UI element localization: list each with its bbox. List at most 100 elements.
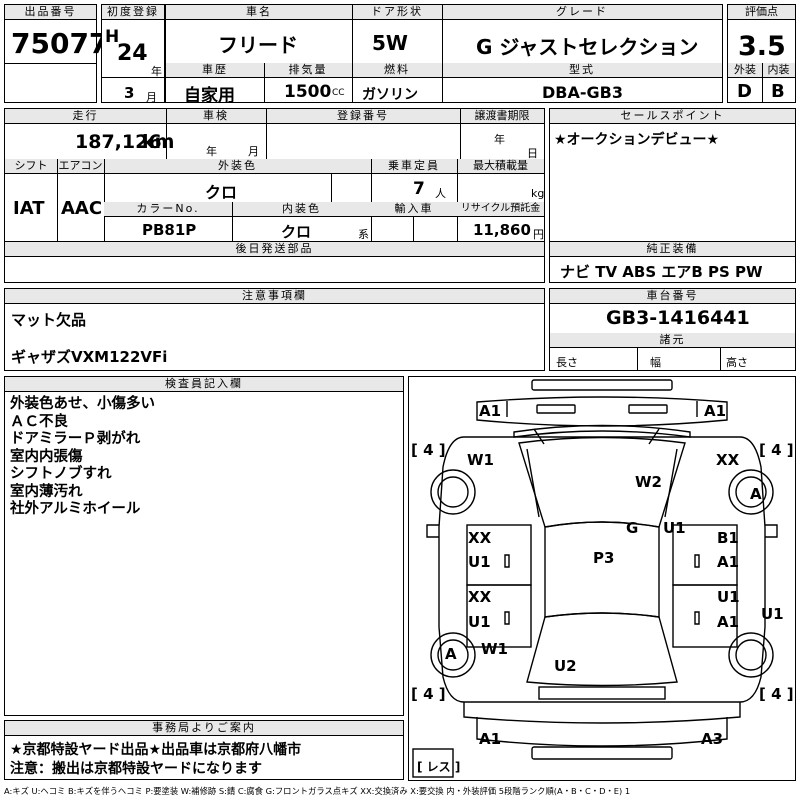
label-right-door-1a: B1 (717, 529, 739, 547)
car-outline (412, 379, 778, 778)
label-rl-wheel: A (445, 645, 457, 663)
int-color-suffix: 系 (358, 228, 369, 241)
sales-point-text: ★オークションデビュー★ (554, 132, 720, 148)
inspection-month-unit: 月 (248, 145, 259, 158)
max-load-label: 最大積載量 (457, 159, 544, 174)
inspector-line: 外装色あせ、小傷多い (10, 396, 155, 412)
score-box: 評価点 3.5 外装 内装 D B (727, 4, 796, 103)
max-load-unit: kg (531, 187, 545, 200)
label-roof: P3 (593, 549, 615, 567)
label-left-door-1a: XX (468, 529, 492, 547)
notes-line-1: マット欠品 (11, 311, 87, 329)
model-label: 型式 (442, 63, 722, 78)
label-rl-fender: W1 (481, 640, 508, 658)
office-box: 事務局よりご案内 ★京都特設ヤード出品★出品車は京都府八幡市 注意：搬出は京都特… (4, 720, 404, 780)
chassis-box: 車台番号 GB3-1416441 諸元 長さ 幅 高さ (549, 288, 796, 371)
sale-number-label: 出品番号 (5, 5, 96, 20)
inspector-line: シフトノブすれ (10, 466, 112, 482)
height-label: 高さ (726, 356, 748, 369)
label-left-door-2b: U1 (468, 613, 491, 631)
capacity: 7 (413, 179, 425, 199)
recycle-label: リサイクル預託金 (457, 202, 544, 217)
inspector-line: ＡＣ不良 (10, 413, 68, 430)
recycle: 11,860 (473, 221, 531, 239)
label-right-door-2b: A1 (717, 613, 740, 631)
inspector-line: 室内薄汚れ (10, 483, 83, 500)
inspection-year-unit: 年 (206, 145, 217, 158)
model: DBA-GB3 (542, 83, 623, 102)
office-label: 事務局よりご案内 (5, 721, 403, 736)
deadline-year-unit: 年 (494, 133, 505, 146)
car-info-box: 車名 ドア形状 グレード フリード 5W G ジャストセレクション 車歴 排気量… (165, 4, 723, 106)
tire-rr-depth: [ 4 ] (759, 685, 794, 703)
history: 自家用 (184, 86, 235, 106)
deadline-day-unit: 日 (527, 147, 538, 160)
interior-grade: B (771, 81, 785, 102)
era: H (105, 27, 120, 47)
later-parts-label: 後日発送部品 (5, 242, 544, 257)
exterior-label: 外装 (728, 63, 762, 78)
label-windshield: W2 (635, 473, 662, 491)
door-label: ドア形状 (352, 5, 442, 20)
displacement-unit: CC (332, 88, 345, 98)
ac: AAC (61, 198, 103, 219)
label-rear-left: A1 (479, 730, 502, 748)
car-name: フリード (218, 33, 298, 57)
year: 24 (117, 41, 148, 66)
inspector-box: 検査員記入欄 外装色あせ、小傷多い ＡＣ不良 ドアミラーＰ剥がれ 室内内張傷 シ… (4, 376, 404, 716)
score-label: 評価点 (728, 5, 795, 20)
details-box: 走行 車検 登録番号 譲渡書期限 187,126 km 年 月 年 日 シフト … (4, 108, 545, 242)
inspector-line: 社外アルミホイール (10, 501, 141, 517)
label-rear-right: A3 (701, 730, 724, 748)
recycle-unit: 円 (533, 228, 544, 241)
shift-label: シフト (5, 159, 57, 174)
length-label: 長さ (556, 356, 578, 369)
office-line-2: 注意：搬出は京都特設ヤードになります (10, 761, 262, 777)
label-cowl-right: U1 (663, 519, 686, 537)
capacity-unit: 人 (435, 187, 446, 200)
int-color: クロ (281, 223, 312, 241)
displacement: 1500 (284, 82, 332, 102)
year-unit: 年 (151, 65, 162, 78)
inspector-line: ドアミラーＰ剥がれ (10, 431, 141, 447)
car-diagram: A1 A1 [ 4 ] [ 4 ] W1 XX A W2 G U1 P3 XX … (408, 376, 796, 781)
label-glass: G (626, 519, 639, 537)
label-left-door-2a: XX (468, 588, 492, 606)
plate-label: 登録番号 (266, 109, 460, 124)
month-unit: 月 (146, 91, 157, 104)
mileage-unit: km (142, 131, 175, 153)
mileage-label: 走行 (5, 109, 166, 124)
office-line-1: ★京都特設ヤード出品★出品車は京都府八幡市 (10, 742, 302, 758)
first-registration-box: 初度登録 H 24 年 3 月 (101, 4, 165, 104)
int-color-label: 内装色 (232, 202, 371, 217)
import-label: 輸入車 (371, 202, 457, 217)
ac-label: エアコン (57, 159, 104, 174)
equipment-label: 純正装備 (550, 242, 795, 257)
inspector-label: 検査員記入欄 (5, 377, 403, 392)
chassis-number: GB3-1416441 (606, 307, 750, 329)
label-fr-wheel: A (750, 485, 762, 503)
exterior-grade: D (737, 81, 752, 102)
score: 3.5 (738, 31, 786, 62)
deadline-label: 譲渡書期限 (460, 109, 544, 124)
month: 3 (124, 84, 135, 102)
inspection-label: 車検 (166, 109, 266, 124)
dims-label: 諸元 (550, 333, 795, 348)
tire-fr-depth: [ 4 ] (759, 441, 794, 459)
interior-label: 内装 (762, 63, 795, 78)
inspector-line: 室内内張傷 (10, 448, 83, 465)
tire-fl-depth: [ 4 ] (411, 441, 446, 459)
notes-box: 注意事項欄 マット欠品 ギャザズVXM122VFi (4, 288, 545, 371)
width-label: 幅 (650, 356, 661, 369)
car-name-label: 車名 (166, 5, 352, 20)
shift: IAT (13, 198, 45, 219)
notes-line-2: ギャザズVXM122VFi (11, 348, 168, 366)
color-no: PB81P (142, 221, 197, 239)
fuel: ガソリン (362, 87, 418, 103)
color-no-label: カラーNo. (104, 202, 232, 217)
equipment-text: ナビ TV ABS エアB PS PW (560, 263, 763, 281)
sales-point-box: セールスポイント ★オークションデビュー★ (549, 108, 796, 242)
label-rear-glass: U2 (554, 657, 577, 675)
label-fr-fender: XX (716, 451, 740, 469)
notes-label: 注意事項欄 (5, 289, 544, 304)
